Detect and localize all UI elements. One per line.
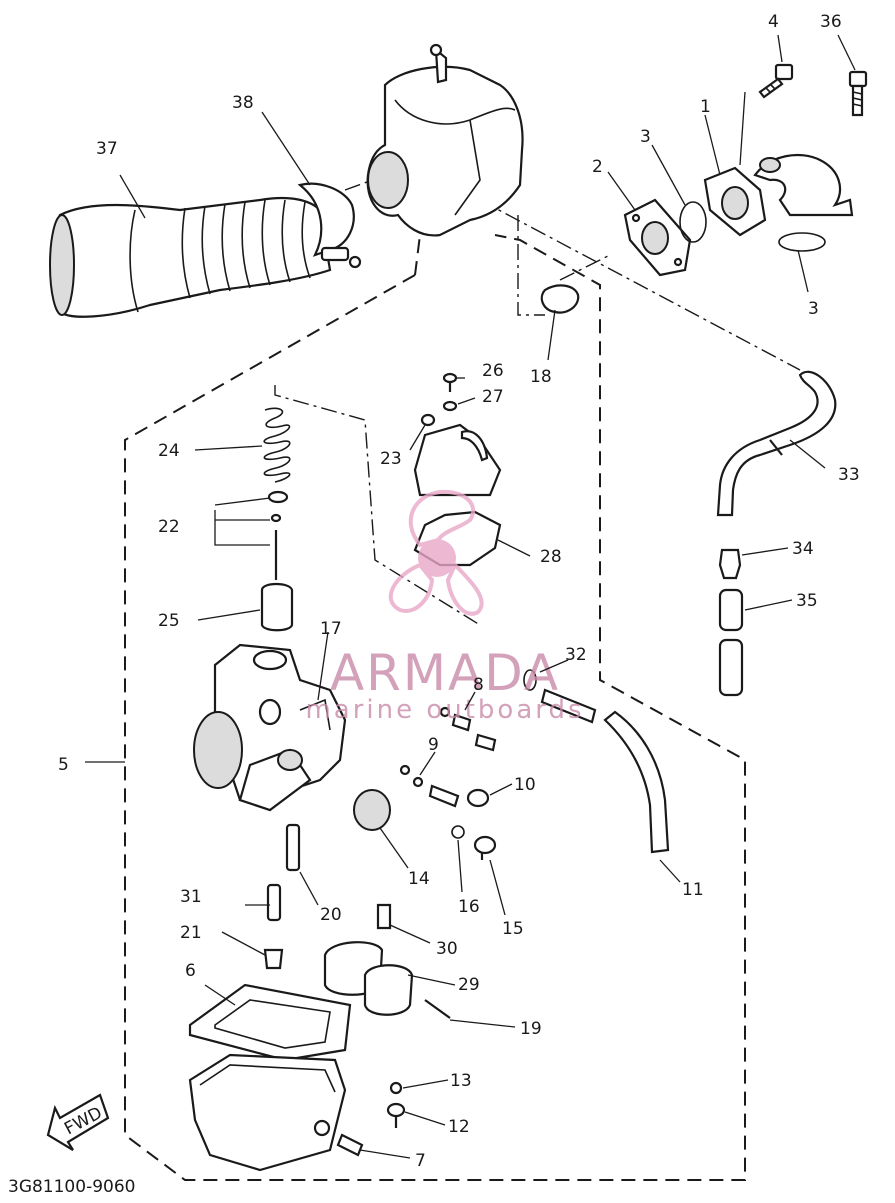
- armada-watermark: ARMADA marine outboards: [305, 489, 584, 725]
- carburetor-top-cover: [413, 423, 502, 497]
- callout-13: 13: [450, 1071, 472, 1091]
- callout-4: 4: [768, 12, 779, 32]
- callout-17: 17: [320, 619, 342, 639]
- callout-1: 1: [700, 97, 711, 117]
- o-ring-lower: [778, 232, 826, 252]
- carburetor-body: [193, 643, 347, 812]
- callout-36: 36: [820, 12, 842, 32]
- callout-37: 37: [96, 139, 118, 159]
- assembly-boundary-dashed: [124, 234, 746, 1181]
- alignment-line-hose: [479, 199, 801, 371]
- pilot-jet-20: [285, 823, 301, 872]
- drain-screw-12: [386, 1102, 406, 1128]
- o-ring-upper: [679, 201, 707, 243]
- callout-6: 6: [185, 961, 196, 981]
- screw-15: [473, 835, 497, 860]
- callout-3-upper: 3: [640, 127, 651, 147]
- washer-27: [442, 400, 458, 412]
- callout-20: 20: [320, 905, 342, 925]
- alignment-line-piston: [274, 385, 481, 626]
- callout-30: 30: [436, 939, 458, 959]
- callout-16: 16: [458, 897, 480, 917]
- drain-fitting-7: [336, 1133, 364, 1157]
- callout-23: 23: [380, 449, 402, 469]
- float-29: [323, 941, 414, 1016]
- gasket-6-inner: [214, 999, 331, 1049]
- callout-19: 19: [520, 1019, 542, 1039]
- needle-jet-31: [266, 883, 282, 922]
- float-pin-19: [424, 999, 451, 1019]
- callout-2: 2: [592, 157, 603, 177]
- drain-hose-11: [603, 710, 670, 854]
- callout-38: 38: [232, 93, 254, 113]
- screw-26: [442, 372, 458, 392]
- callout-5: 5: [58, 755, 69, 775]
- carburetor-joint: [703, 153, 854, 237]
- bolt-36: [848, 70, 868, 117]
- washer-13: [389, 1081, 403, 1095]
- callout-10: 10: [514, 775, 536, 795]
- air-duct-hose: [49, 196, 332, 318]
- callout-8: 8: [473, 675, 484, 695]
- callout-35: 35: [796, 591, 818, 611]
- watermark-brand: ARMADA: [330, 644, 560, 702]
- callout-29: 29: [458, 975, 480, 995]
- pilot-screw-8: [439, 706, 497, 752]
- joint-gasket: [623, 198, 692, 277]
- alignment-line-joint: [559, 254, 611, 281]
- callout-28: 28: [540, 547, 562, 567]
- idle-screw-9: [399, 764, 460, 808]
- plug-23: [420, 413, 436, 427]
- callout-33: 33: [838, 465, 860, 485]
- watermark-tagline: marine outboards: [305, 695, 584, 725]
- callout-26: 26: [482, 361, 504, 381]
- main-jet-21: [263, 948, 284, 970]
- drawing-number: 3G81100-9060: [8, 1177, 135, 1197]
- callout-18: 18: [530, 367, 552, 387]
- bolt-4: [758, 63, 794, 99]
- callout-12: 12: [448, 1117, 470, 1137]
- leader-lines: [85, 34, 856, 1159]
- callout-31: 31: [180, 887, 202, 907]
- throttle-spring: [263, 407, 291, 483]
- hose-35: [718, 588, 744, 697]
- callout-25: 25: [158, 611, 180, 631]
- valve-seat-30: [376, 903, 392, 930]
- callout-7: 7: [415, 1151, 426, 1171]
- o-ring-32: [523, 669, 537, 691]
- callout-21: 21: [180, 923, 202, 943]
- hose-clamp: [297, 182, 362, 269]
- cap-14: [353, 789, 391, 831]
- jet-needle-set: [267, 490, 289, 580]
- callout-27: 27: [482, 387, 504, 407]
- fwd-arrow: FWD: [46, 1093, 110, 1151]
- callout-32: 32: [565, 645, 587, 665]
- fitting-34: [718, 548, 742, 580]
- plug-10: [466, 788, 490, 808]
- callout-22: 22: [158, 517, 180, 537]
- callout-3-lower: 3: [808, 299, 819, 319]
- float-bowl: [188, 1053, 347, 1172]
- gasket-18: [540, 284, 580, 314]
- callout-34: 34: [792, 539, 814, 559]
- callout-15: 15: [502, 919, 524, 939]
- callout-24: 24: [158, 441, 180, 461]
- boundary-link-dashed: [414, 234, 421, 276]
- washer-16: [451, 825, 465, 839]
- intake-silencer: [366, 43, 524, 237]
- callout-11: 11: [682, 880, 704, 900]
- callout-14: 14: [408, 869, 430, 889]
- vent-hose-33: [716, 370, 837, 517]
- hose-32-section: [540, 688, 597, 724]
- float-bowl-gasket-6: [188, 983, 352, 1062]
- throttle-valve: [260, 582, 294, 632]
- alignment-line-gasket18: [517, 215, 545, 316]
- propeller-logo: [388, 489, 484, 616]
- callout-9: 9: [428, 735, 439, 755]
- callout-labels: 1 2 3 3 4 5 6 7 8 9 10 11 12 13 14 15 16…: [58, 12, 860, 1171]
